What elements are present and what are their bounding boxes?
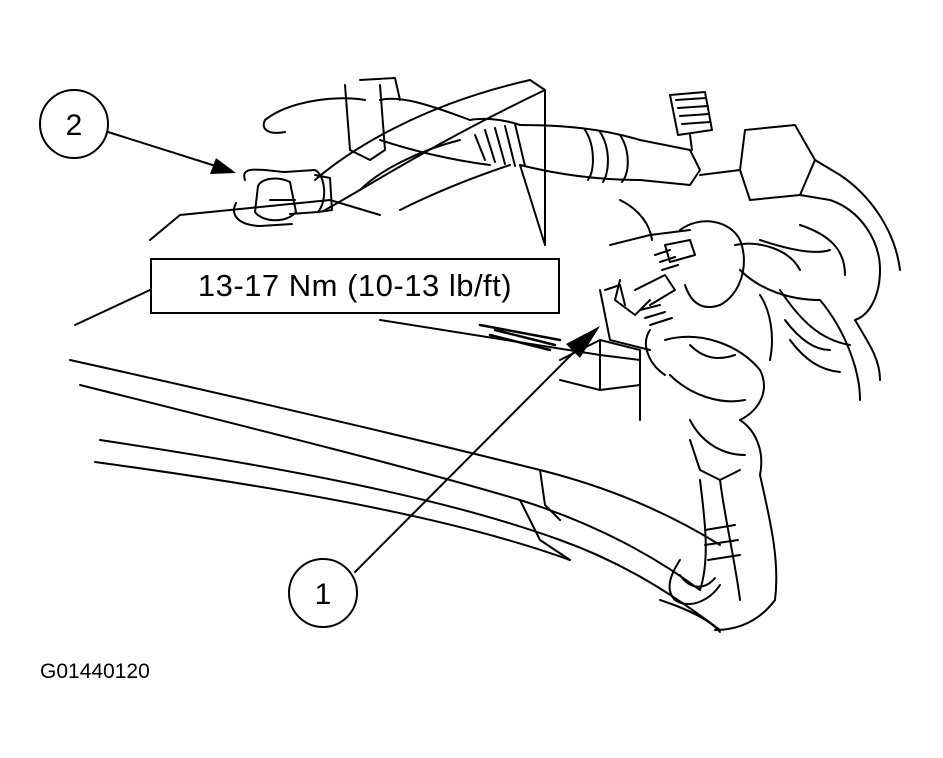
torque-spec-box: 13-17 Nm (10-13 lb/ft) bbox=[150, 258, 560, 314]
callout-2: 2 bbox=[39, 89, 109, 159]
callout-2-label: 2 bbox=[66, 109, 83, 142]
housing-outline bbox=[69, 289, 721, 633]
torque-spec-text: 13-17 Nm (10-13 lb/ft) bbox=[197, 268, 513, 303]
arrowhead-2 bbox=[210, 158, 236, 174]
tube-to-fitting bbox=[233, 79, 546, 246]
callout-leaders bbox=[107, 131, 600, 573]
sensor-connector bbox=[604, 199, 881, 631]
figure-code: G01440120 bbox=[40, 660, 150, 683]
callout-1-label: 1 bbox=[315, 578, 332, 611]
leader-line-2 bbox=[107, 131, 223, 169]
arrowhead-1 bbox=[566, 326, 600, 358]
leader-line-1 bbox=[354, 339, 587, 573]
hose-assembly bbox=[262, 77, 901, 321]
callout-1: 1 bbox=[288, 558, 358, 628]
